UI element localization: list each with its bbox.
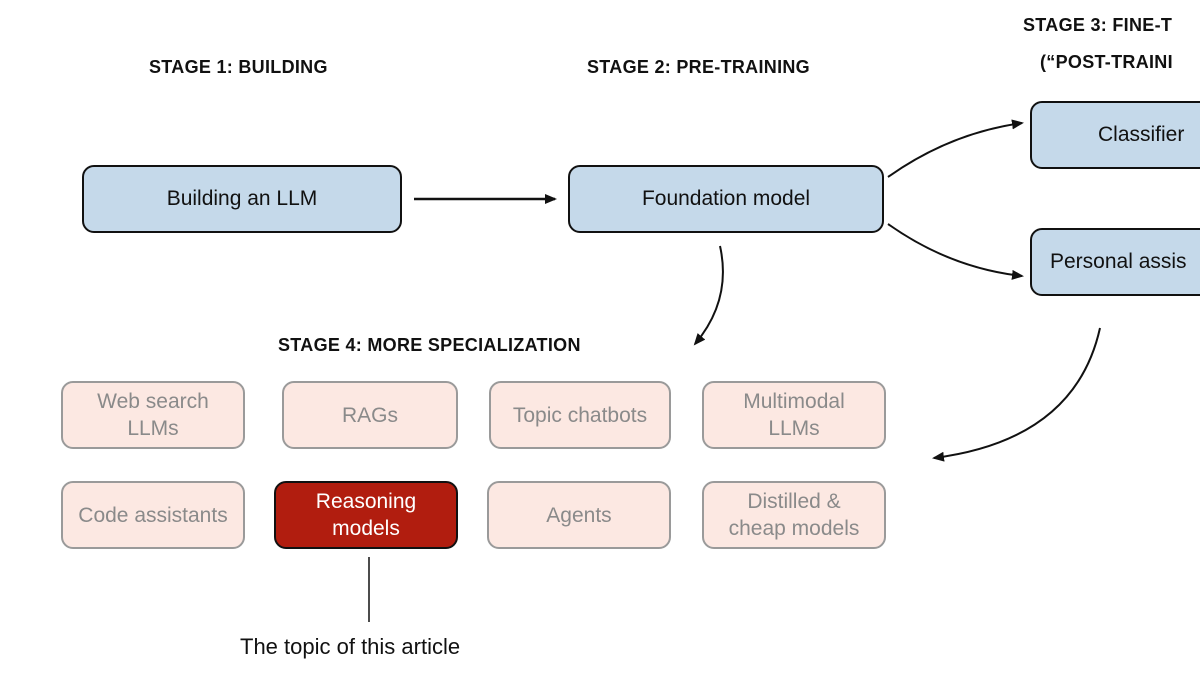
personal-assistant-node: Personal assis (1030, 228, 1200, 296)
article-topic-caption: The topic of this article (240, 634, 461, 659)
code-assistants-label: Code assistants (78, 503, 228, 527)
personal-assistant-label: Personal assis (1050, 250, 1187, 273)
multimodal-llms-box: Multimodal LLMs (702, 381, 886, 449)
foundation-model-node: Foundation model (568, 165, 884, 233)
foundation-model-label: Foundation model (641, 187, 811, 210)
stage-4-title: Stage 4: More Specialization (278, 335, 581, 355)
reasoning-models-label: Reasoning models (315, 490, 417, 540)
rags-box: RAGs (282, 381, 458, 449)
classifier-label: Classifier (1098, 123, 1185, 146)
arrow-foundation-to-classifier (887, 119, 1024, 178)
distilled-models-label: Distilled & cheap models (728, 490, 860, 540)
topic-chatbots-box: Topic chatbots (489, 381, 671, 449)
stage-1-title: Stage 1: Building (149, 57, 328, 77)
rags-label: RAGs (341, 403, 398, 427)
arrow-foundation-to-personal-assistant (887, 223, 1024, 280)
distilled-models-box: Distilled & cheap models (702, 481, 886, 549)
stage-3-subtitle: (“Post-Traini (1040, 52, 1173, 72)
reasoning-models-box: Reasoning models (274, 481, 458, 549)
topic-chatbots-label: Topic chatbots (512, 403, 648, 427)
web-search-llms-label: Web search LLMs (97, 390, 209, 440)
stage-3-title: Stage 3: Fine-t (1023, 15, 1173, 35)
arrow-foundation-to-stage-4 (693, 245, 724, 346)
multimodal-llms-label: Multimodal LLMs (743, 390, 845, 440)
building-llm-label: Building an LLM (166, 187, 318, 210)
agents-label: Agents (546, 503, 612, 527)
building-llm-node: Building an LLM (82, 165, 402, 233)
arrow-stage-3-to-stage-4 (932, 327, 1101, 462)
web-search-llms-box: Web search LLMs (61, 381, 245, 449)
classifier-node: Classifier (1030, 101, 1200, 169)
agents-box: Agents (487, 481, 671, 549)
code-assistants-box: Code assistants (61, 481, 245, 549)
stage-2-title: Stage 2: Pre-training (587, 57, 810, 77)
